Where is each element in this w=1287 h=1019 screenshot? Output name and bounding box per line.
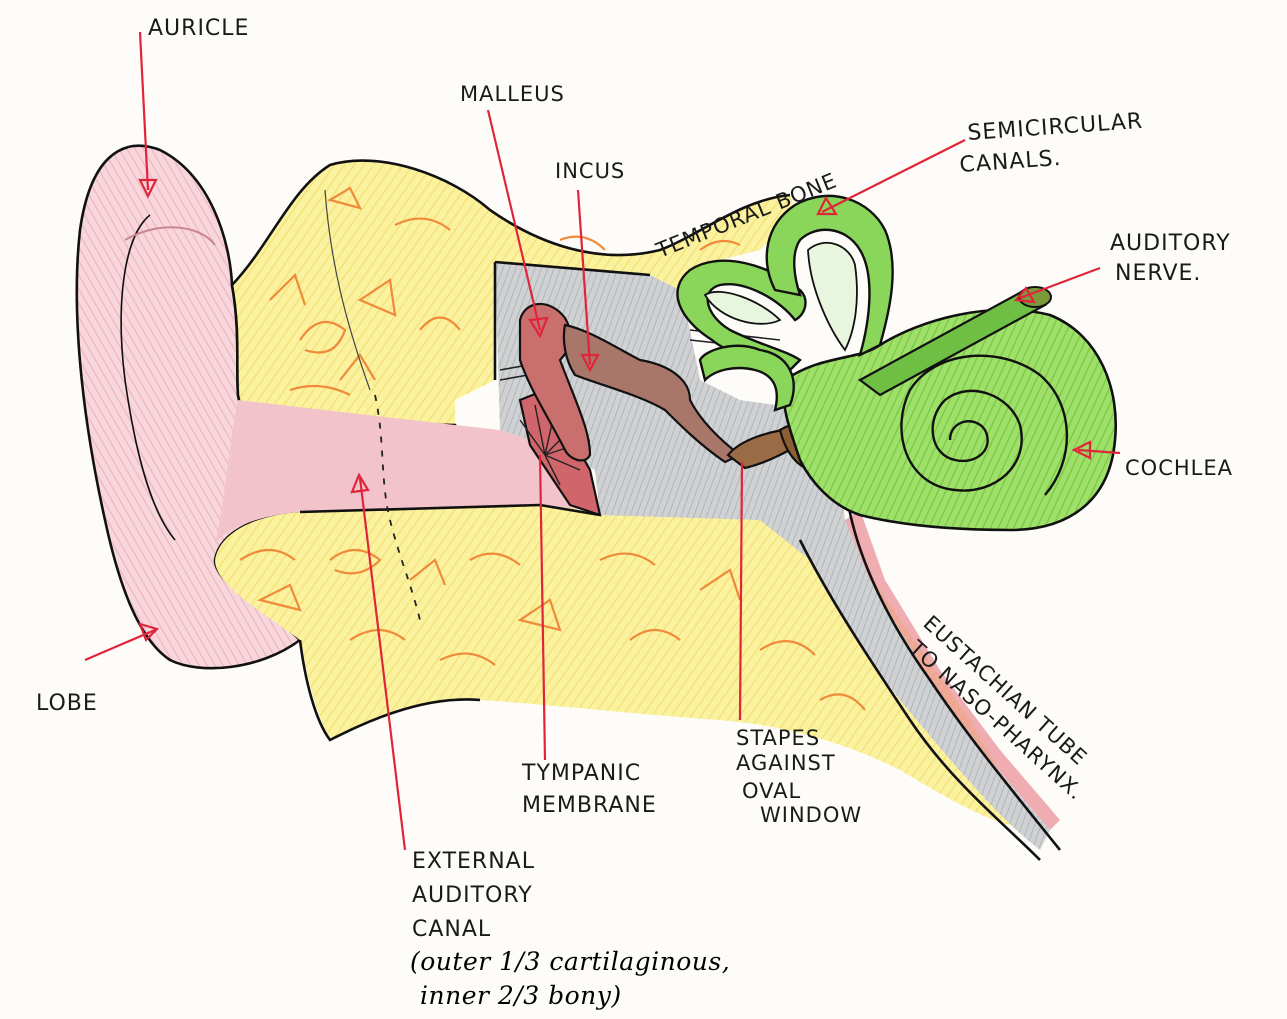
stapes-label-line3: OVAL (742, 779, 801, 803)
eac-label-line4: (outer 1/3 cartilaginous, (410, 947, 730, 976)
lobe-label: LOBE (36, 691, 98, 716)
eac-label-line3: CANAL (412, 917, 491, 942)
auditory-nerve-label-line1: AUDITORY (1110, 231, 1231, 256)
stapes-label-line1: STAPES (736, 726, 820, 750)
stapes-label-line2: AGAINST (736, 751, 836, 775)
eac-label-line1: EXTERNAL (412, 849, 535, 874)
auricle-label: AURICLE (148, 16, 249, 41)
tympanic-label-line1: TYMPANIC (521, 761, 641, 786)
eac-label-line2: AUDITORY (412, 883, 533, 908)
eac-label-line5: inner 2/3 bony) (420, 981, 622, 1010)
semicircular-label-line1: SEMICIRCULAR (967, 109, 1144, 146)
auditory-nerve-label-line2: NERVE. (1115, 261, 1201, 286)
cochlea-label: COCHLEA (1125, 456, 1233, 480)
malleus-label: MALLEUS (460, 82, 565, 106)
stapes-label-line4: WINDOW (760, 803, 862, 827)
tympanic-label-line2: MEMBRANE (522, 793, 657, 818)
incus-label: INCUS (555, 159, 625, 183)
semicircular-label-line2: CANALS. (959, 146, 1063, 178)
